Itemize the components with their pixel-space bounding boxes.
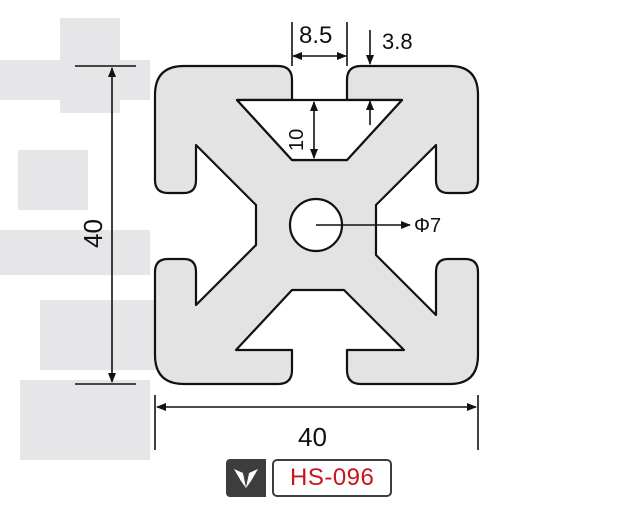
dim-slot-width: 8.5 [299,22,332,49]
wing-logo-icon [234,469,258,488]
product-label: HS-096 [226,459,393,497]
brand-logo [226,459,266,497]
product-code: HS-096 [272,459,393,497]
dimension-lines [75,22,479,450]
top-slot-cavity [235,98,404,162]
dim-slot-depth: 10 [286,129,308,151]
dim-bore-diameter: Φ7 [414,215,441,237]
dim-lip-thickness: 3.8 [382,29,413,54]
dim-height: 40 [78,219,108,248]
dim-width: 40 [298,422,327,452]
